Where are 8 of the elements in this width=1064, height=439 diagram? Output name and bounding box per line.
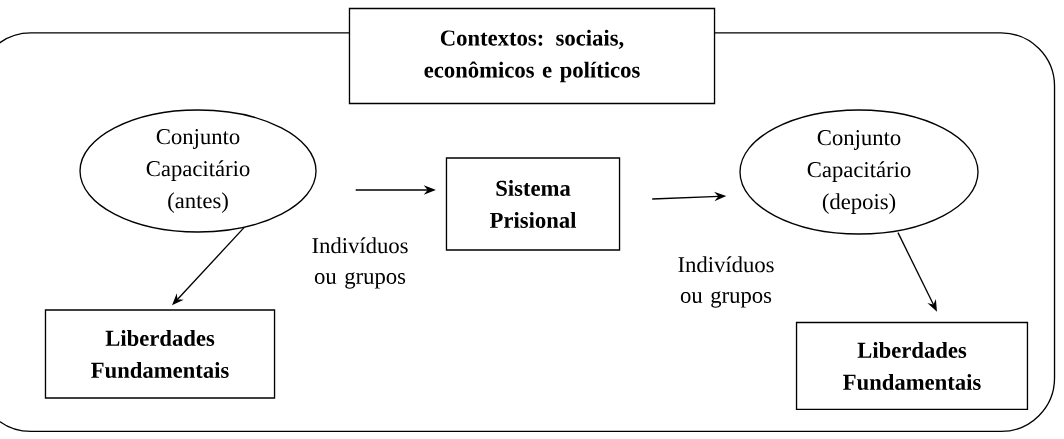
ellipse-node: Conjunto Capacitário (antes) <box>79 109 317 233</box>
text-box: Liberdades Fundamentais <box>795 321 1029 411</box>
edge-label: Indivíduos ou grupos <box>312 237 408 289</box>
text-box: Contextos: sociais, econômicos e políticos <box>348 7 716 105</box>
edge-label: Indivíduos ou grupos <box>678 256 774 308</box>
text-box: Liberdades Fundamentais <box>44 309 276 399</box>
text-box: Sistema Prisional <box>445 157 621 251</box>
ellipse-node: Conjunto Capacitário (depois) <box>739 109 979 235</box>
